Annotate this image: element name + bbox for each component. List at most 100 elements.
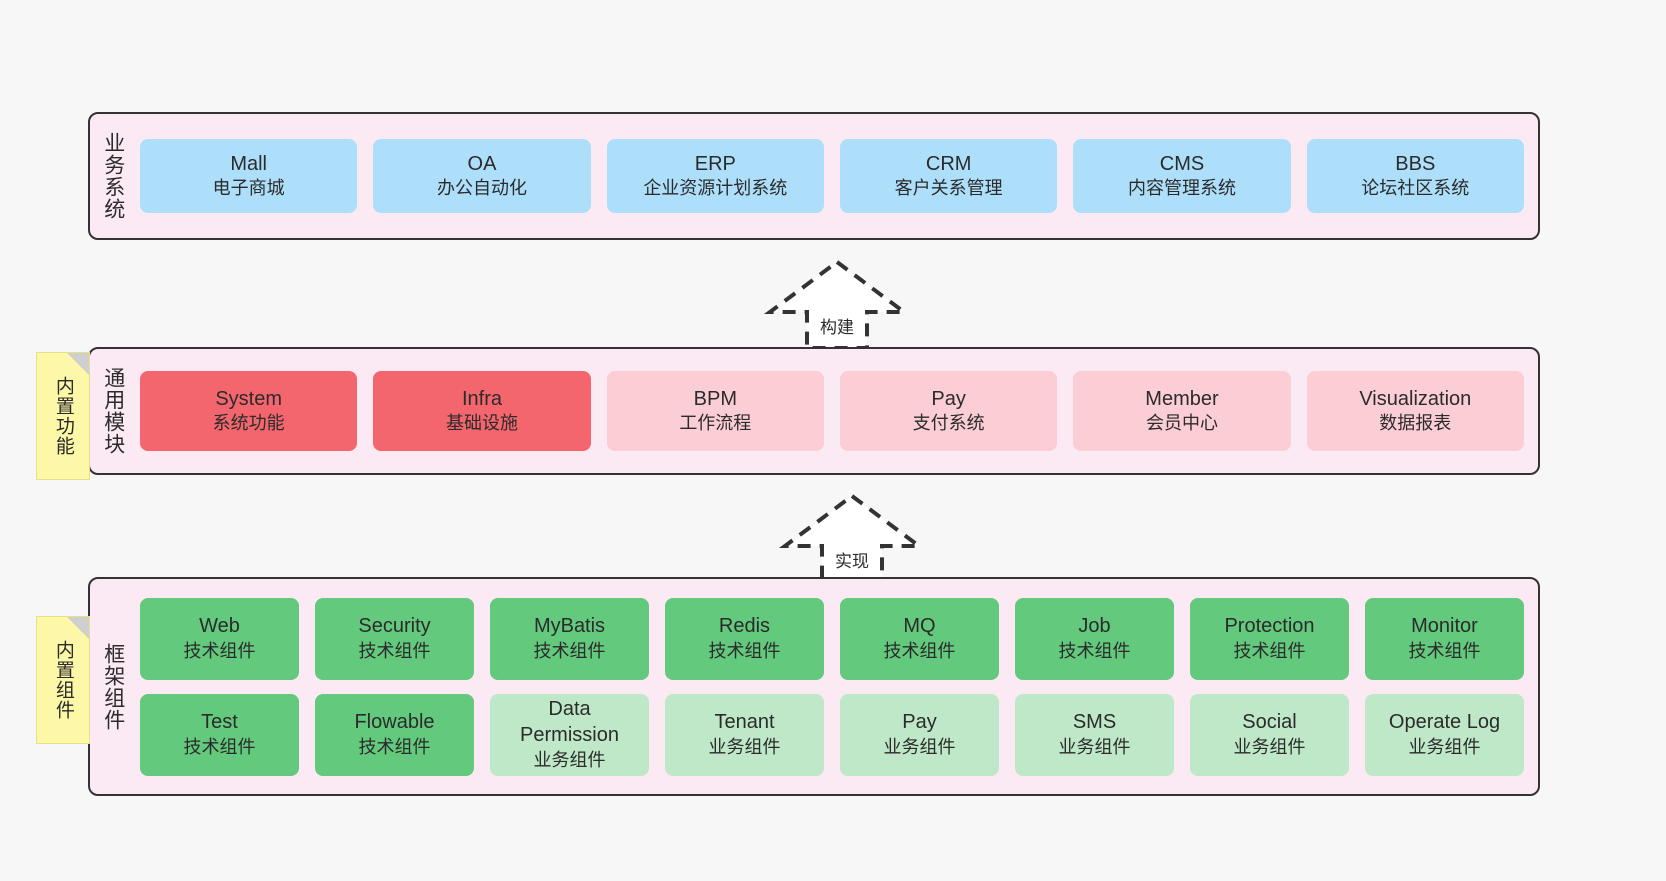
layer-framework-components: 框架组件 Web 技术组件 Security 技术组件 MyBatis 技术组件… — [88, 577, 1540, 796]
card-tenant[interactable]: Tenant 业务组件 — [665, 693, 824, 776]
card-row: Mall 电子商城 OA 办公自动化 ERP 企业资源计划系统 CRM 客户关系… — [140, 139, 1524, 213]
card-mall[interactable]: Mall 电子商城 — [140, 139, 358, 213]
card-subtitle: 支付系统 — [912, 413, 985, 434]
card-title: Visualization — [1359, 387, 1472, 410]
card-title: Mall — [230, 152, 267, 175]
card-pay-component[interactable]: Pay 业务组件 — [840, 693, 999, 776]
card-row: System 系统功能 Infra 基础设施 BPM 工作流程 Pay 支付系统… — [140, 371, 1524, 451]
card-subtitle: 客户关系管理 — [894, 178, 1003, 199]
card-operate-log[interactable]: Operate Log 业务组件 — [1365, 693, 1524, 776]
card-title: MyBatis — [533, 615, 606, 638]
card-title: Pay — [902, 711, 937, 734]
card-title: Member — [1145, 387, 1219, 410]
card-bbs[interactable]: BBS 论坛社区系统 — [1306, 139, 1524, 213]
card-subtitle: 技术组件 — [1058, 640, 1131, 661]
card-sms[interactable]: SMS 业务组件 — [1015, 693, 1174, 776]
card-visualization[interactable]: Visualization 数据报表 — [1306, 371, 1524, 451]
card-subtitle: 业务组件 — [1233, 736, 1306, 757]
sticky-note-builtin-components: 内置组件 — [36, 616, 90, 744]
card-infra[interactable]: Infra 基础设施 — [373, 371, 591, 451]
sticky-note-label: 内置功能 — [52, 376, 74, 456]
card-title: CMS — [1159, 152, 1205, 175]
card-title: Social — [1242, 711, 1297, 734]
layer-body-business: Mall 电子商城 OA 办公自动化 ERP 企业资源计划系统 CRM 客户关系… — [136, 114, 1538, 238]
arrow-shape-icon — [763, 259, 911, 350]
layer-common-modules: 通用模块 System 系统功能 Infra 基础设施 BPM 工作流程 Pay… — [88, 347, 1540, 475]
card-mybatis[interactable]: MyBatis 技术组件 — [490, 597, 649, 680]
card-subtitle: 业务组件 — [708, 736, 781, 757]
sticky-note-builtin-functions: 内置功能 — [36, 352, 90, 480]
card-bpm[interactable]: BPM 工作流程 — [606, 371, 824, 451]
card-subtitle: 技术组件 — [1233, 640, 1306, 661]
card-title: Web — [199, 615, 240, 638]
card-subtitle: 技术组件 — [708, 640, 781, 661]
card-test[interactable]: Test 技术组件 — [140, 693, 299, 776]
sticky-note-label: 内置组件 — [52, 640, 74, 720]
card-title: OA — [467, 152, 497, 175]
arrow-shape-icon — [778, 493, 926, 584]
arrow-implement: 实现 — [777, 492, 927, 584]
card-web[interactable]: Web 技术组件 — [140, 597, 299, 680]
card-subtitle: 工作流程 — [679, 413, 752, 434]
card-member[interactable]: Member 会员中心 — [1073, 371, 1291, 451]
card-pay-module[interactable]: Pay 支付系统 — [839, 371, 1058, 451]
card-title: MQ — [903, 615, 936, 638]
card-title: Test — [201, 711, 238, 734]
card-title: ERP — [694, 152, 736, 175]
card-subtitle: 电子商城 — [212, 178, 285, 199]
card-title: BPM — [693, 387, 737, 410]
card-title: Redis — [718, 615, 771, 638]
card-monitor[interactable]: Monitor 技术组件 — [1365, 597, 1524, 680]
page-fold-icon — [67, 353, 89, 375]
card-subtitle: 论坛社区系统 — [1361, 178, 1470, 199]
card-subtitle: 业务组件 — [1058, 736, 1131, 757]
card-title: CRM — [925, 152, 972, 175]
card-system[interactable]: System 系统功能 — [140, 371, 358, 451]
card-oa[interactable]: OA 办公自动化 — [373, 139, 591, 213]
card-title: Security — [358, 615, 431, 638]
card-subtitle: 内容管理系统 — [1127, 178, 1236, 199]
card-subtitle: 系统功能 — [212, 413, 285, 434]
card-subtitle: 业务组件 — [533, 749, 606, 770]
page-fold-icon — [67, 617, 89, 639]
card-row: Web 技术组件 Security 技术组件 MyBatis 技术组件 Redi… — [140, 597, 1524, 680]
card-protection[interactable]: Protection 技术组件 — [1190, 597, 1349, 680]
layer-business-systems: 业务系统 Mall 电子商城 OA 办公自动化 ERP 企业资源计划系统 CRM… — [88, 112, 1540, 240]
card-subtitle: 数据报表 — [1379, 413, 1452, 434]
arrow-build: 构建 — [762, 258, 912, 350]
card-crm[interactable]: CRM 客户关系管理 — [839, 139, 1058, 213]
card-title: Monitor — [1411, 615, 1478, 638]
card-title: Job — [1078, 615, 1111, 638]
card-cms[interactable]: CMS 内容管理系统 — [1073, 139, 1291, 213]
layer-caption-modules: 通用模块 — [101, 367, 125, 455]
card-subtitle: 业务组件 — [883, 736, 956, 757]
card-title: SMS — [1072, 711, 1117, 734]
card-subtitle: 技术组件 — [358, 736, 431, 757]
card-social[interactable]: Social 业务组件 — [1190, 693, 1349, 776]
card-subtitle: 技术组件 — [358, 640, 431, 661]
card-title: Infra — [461, 387, 502, 410]
card-subtitle: 办公自动化 — [436, 178, 527, 199]
card-subtitle: 业务组件 — [1408, 736, 1481, 757]
card-subtitle: 技术组件 — [533, 640, 606, 661]
card-title: Protection — [1224, 615, 1315, 638]
card-flowable[interactable]: Flowable 技术组件 — [315, 693, 474, 776]
card-erp[interactable]: ERP 企业资源计划系统 — [606, 139, 824, 213]
card-subtitle: 技术组件 — [883, 640, 956, 661]
card-subtitle: 技术组件 — [1408, 640, 1481, 661]
card-mq[interactable]: MQ 技术组件 — [840, 597, 999, 680]
card-subtitle: 技术组件 — [183, 640, 256, 661]
card-title: Flowable — [354, 711, 435, 734]
card-security[interactable]: Security 技术组件 — [315, 597, 474, 680]
card-job[interactable]: Job 技术组件 — [1015, 597, 1174, 680]
card-subtitle: 技术组件 — [183, 736, 256, 757]
card-subtitle: 基础设施 — [445, 413, 518, 434]
card-title: Data Permission — [520, 698, 619, 746]
card-data-permission[interactable]: Data Permission 业务组件 — [490, 693, 649, 776]
layer-body-modules: System 系统功能 Infra 基础设施 BPM 工作流程 Pay 支付系统… — [136, 349, 1538, 473]
card-redis[interactable]: Redis 技术组件 — [665, 597, 824, 680]
card-subtitle: 企业资源计划系统 — [643, 178, 788, 199]
card-title: Operate Log — [1388, 711, 1501, 734]
card-title: BBS — [1395, 152, 1436, 175]
